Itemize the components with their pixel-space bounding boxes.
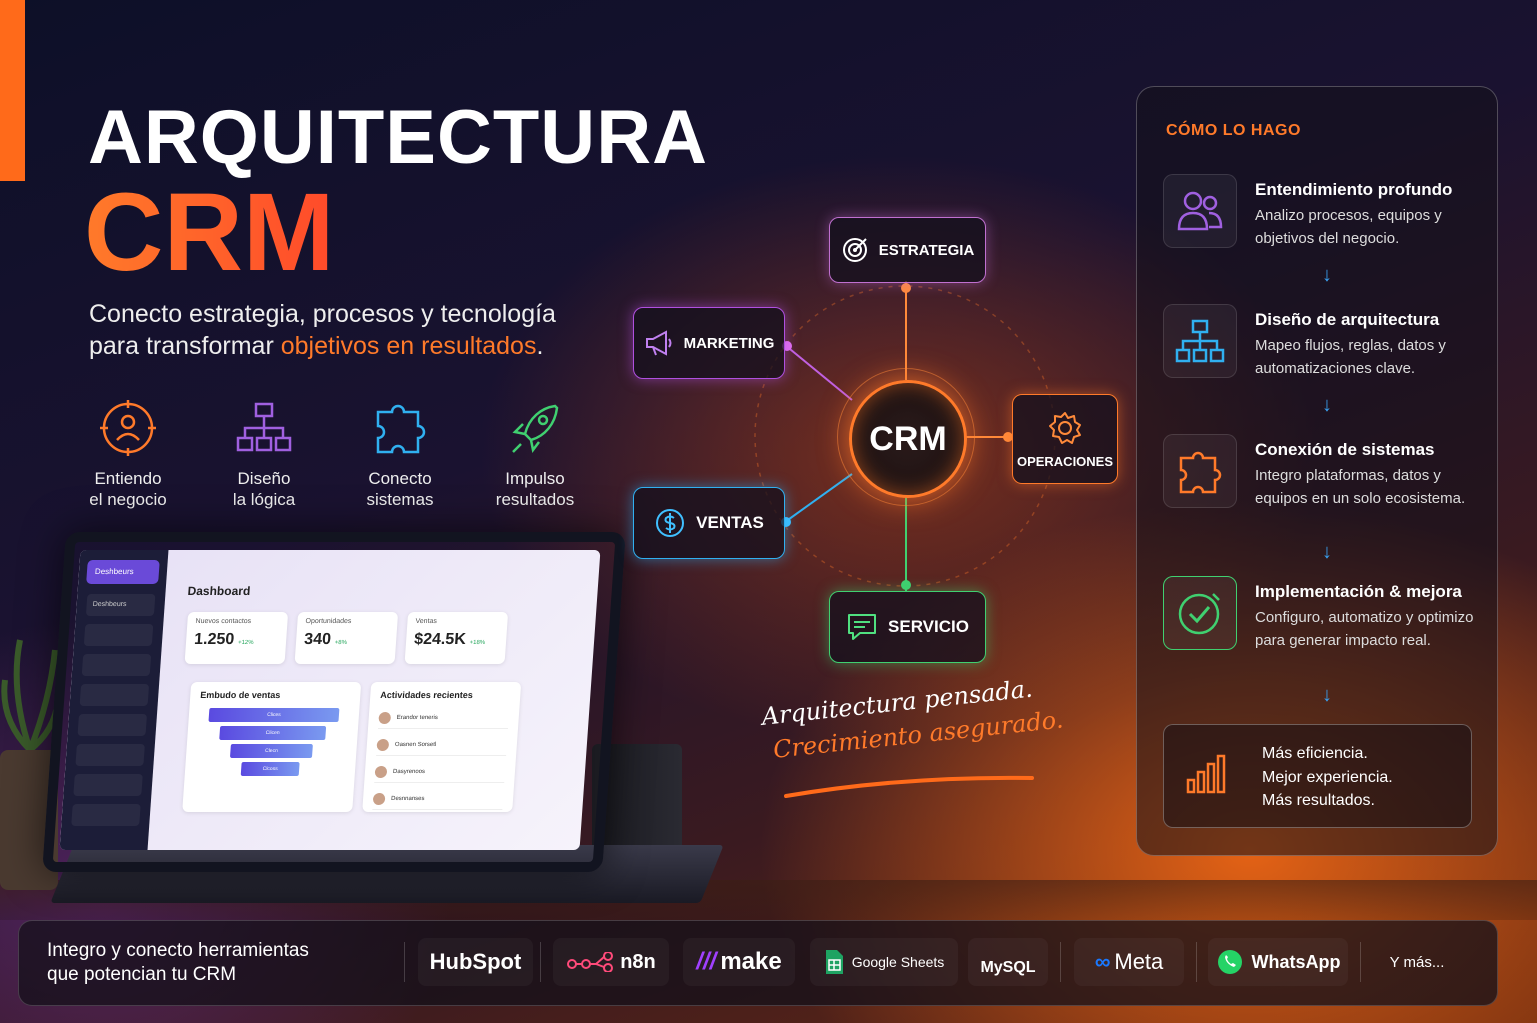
divider [540,942,541,982]
title-line-2: CRM [84,171,335,294]
node-marketing: MARKETING [633,307,785,379]
google-sheets-logo: Google Sheets [810,938,958,986]
feature-understand: Entiendo el negocio [58,398,198,510]
target-icon [842,238,867,262]
title-line-1: ARQUITECTURA [88,95,708,180]
make-label: make [720,948,782,975]
rocket-icon [512,404,559,453]
node-servicio: SERVICIO [829,591,986,663]
accent-bar [0,0,25,181]
meta-infinity-icon: ∞ [1094,949,1111,974]
result-1: Más eficiencia. [1262,745,1368,762]
feature-connect: Conecto sistemas [330,398,470,510]
node-operaciones-label: OPERACIONES [1016,453,1114,469]
step-4-title: Implementación & mejora [1255,582,1462,601]
arrow-down-icon: ↓ [1322,394,1332,416]
node-servicio-label: SERVICIO [888,617,969,636]
feature-understand-line1: Entiendo [94,469,162,488]
dollar-icon [656,509,685,537]
results-list: Más eficiencia. Mejor experiencia. Más r… [1262,742,1393,813]
arrow-down-icon: ↓ [1322,264,1332,286]
users-icon [1177,191,1223,231]
node-ventas-label: VENTAS [696,513,764,532]
node-operaciones: OPERACIONES [1012,394,1118,484]
divider [1196,942,1197,982]
arrow-down-icon: ↓ [1322,541,1332,563]
meta-label: Meta [1114,949,1164,974]
divider [1060,942,1061,982]
node-estrategia: ESTRATEGIA [829,217,986,283]
bar-chart-icon [1186,754,1226,794]
mug-decoration [592,744,682,864]
result-2: Mejor experiencia. [1262,768,1393,786]
divider [1360,942,1361,982]
subtitle-highlight: objetivos en resultados [280,332,537,360]
crm-hub: CRM [849,380,967,498]
step-2-icon-box [1163,304,1237,378]
feature-design-line2: la lógica [232,490,296,509]
step-3-title: Conexión de sistemas [1255,440,1435,459]
step-3-desc: Integro plataformas, datos y equipos en … [1255,467,1466,507]
google-sheets-label: Google Sheets [851,954,945,970]
whatsapp-icon [1217,950,1242,974]
hierarchy-icon [236,402,292,452]
step-1-title: Entendimiento profundo [1255,180,1453,199]
crm-outer-ring [837,368,975,506]
feature-understand-line2: el negocio [89,490,167,509]
subtitle-end: . [536,332,544,360]
feature-design-line1: Diseño [237,469,291,488]
feature-connect-line1: Conecto [368,469,432,488]
subtitle: Conecto estrategia, procesos y tecnologí… [89,298,609,362]
make-mark-icon: /// [696,948,717,975]
integrations-text-line1: Integro y conecto herramientas [47,940,309,961]
n8n-logo: n8n [553,938,669,986]
feature-boost: Impulso resultados [465,398,605,510]
node-marketing-label: MARKETING [683,334,775,352]
step-4-desc: Configuro, automatizo y optimizo para ge… [1255,609,1474,649]
puzzle-icon [1179,451,1222,494]
step-1-desc: Analizo procesos, equipos y objetivos de… [1255,207,1442,247]
mysql-logo: MySQL [968,938,1048,986]
step-2-title: Diseño de arquitectura [1255,310,1440,329]
hubspot-logo: HubSpot [418,938,533,986]
target-person-icon [100,400,156,456]
feature-boost-line2: resultados [495,490,575,509]
feature-connect-line2: sistemas [366,490,434,509]
feature-design: Diseño la lógica [194,398,334,510]
mysql-label: MySQL [980,959,1036,976]
chat-icon [848,614,877,640]
integrations-bar [18,920,1498,1006]
step-3-icon-box [1163,434,1237,508]
plant-decoration [0,639,60,890]
sheets-icon [825,950,843,974]
n8n-mark-icon [567,952,614,972]
process-heading: CÓMO LO HAGO [1166,122,1301,139]
hierarchy-icon [1175,319,1225,363]
slogan-underline [784,775,1034,798]
feature-boost-line1: Impulso [505,469,565,488]
make-logo: /// make [683,938,795,986]
result-3: Más resultados. [1262,792,1375,809]
gear-icon [1049,411,1081,444]
arrow-down-icon: ↓ [1322,684,1332,706]
whatsapp-label: WhatsApp [1251,951,1341,972]
node-estrategia-label: ESTRATEGIA [878,241,975,259]
puzzle-icon [376,404,426,454]
step-4-icon-box [1163,576,1237,650]
step-2-desc: Mapeo flujos, reglas, datos y automatiza… [1255,337,1446,377]
megaphone-icon [645,330,672,356]
divider [404,942,405,982]
step-1-icon-box [1163,174,1237,248]
check-circle-icon [1178,593,1220,635]
integrations-text-line2: que potencian tu CRM [47,964,237,985]
subtitle-text: Conecto estrategia, procesos y tecnologí… [89,300,556,360]
n8n-label: n8n [620,950,656,973]
more-tools: Y más... [1389,953,1445,971]
whatsapp-logo: WhatsApp [1208,938,1348,986]
meta-logo: ∞ Meta [1074,938,1184,986]
node-ventas: VENTAS [633,487,785,559]
integrations-text: Integro y conecto herramientas que poten… [47,939,309,987]
